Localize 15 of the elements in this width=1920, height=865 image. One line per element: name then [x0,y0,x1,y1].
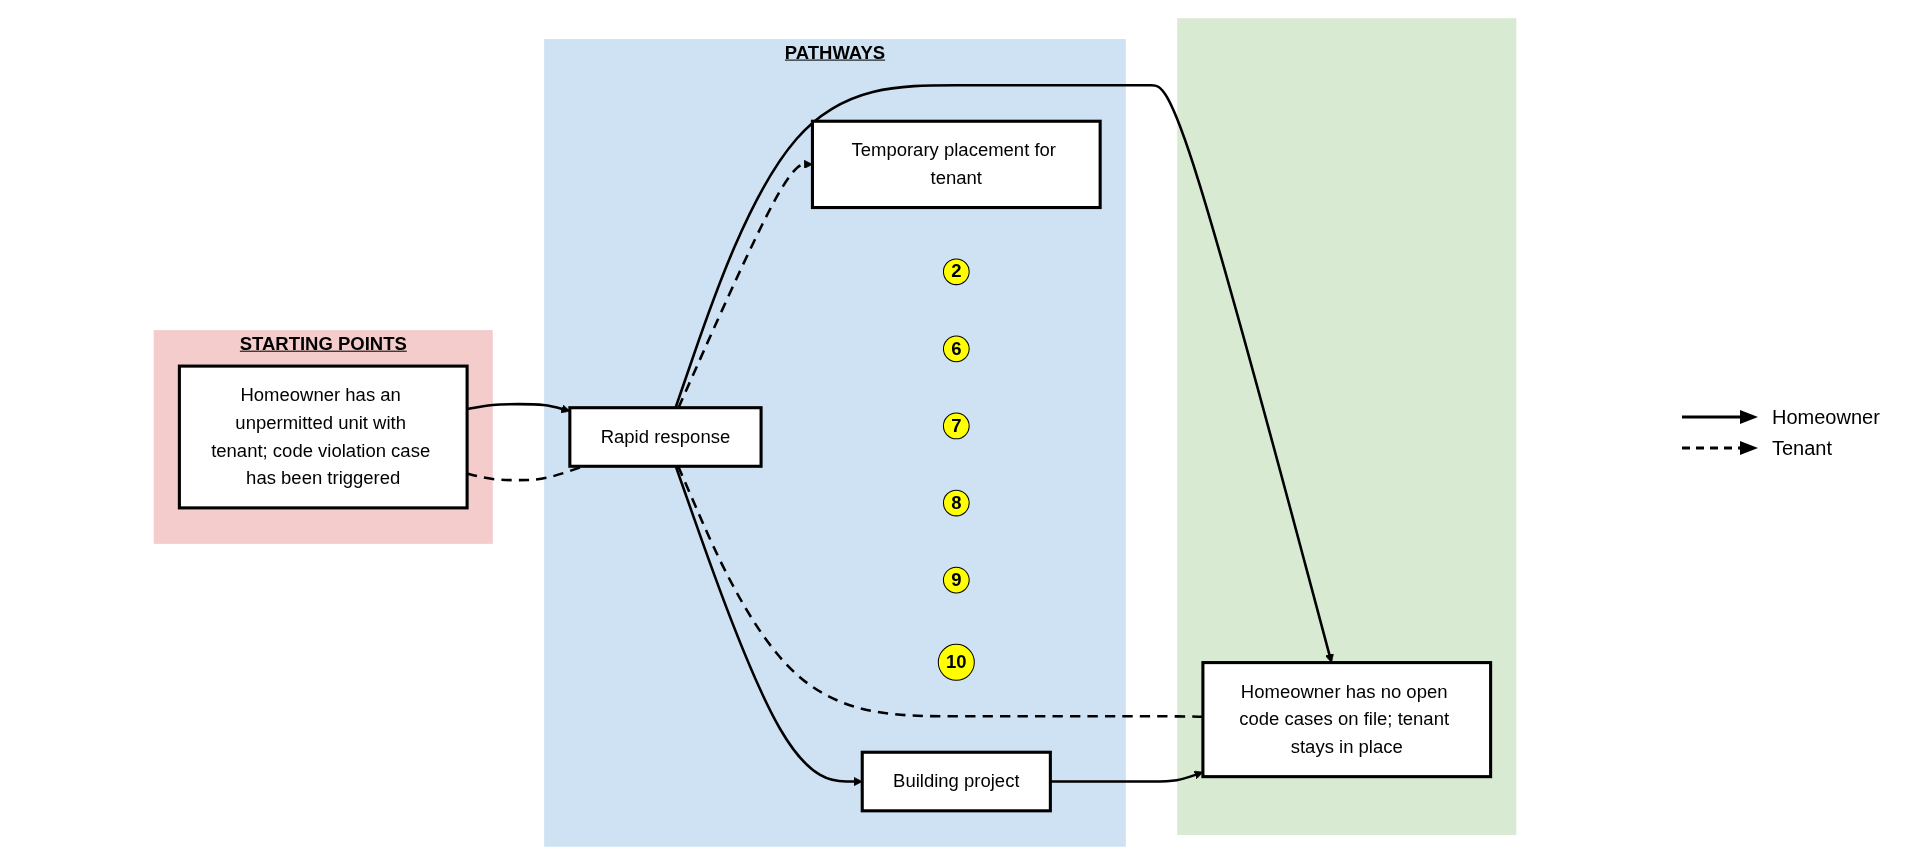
node-box: Rapid response [568,406,763,468]
node-circle: 10 [937,643,975,681]
node-circle: 2 [942,258,970,286]
node-box: Temporary placement for tenant [810,119,1102,210]
cluster [1177,18,1517,835]
node-box: Building project [860,750,1052,813]
node-box: Homeowner has an unpermitted unit with tenant; code violation case has been triggered [177,364,469,510]
node-box: Homeowner has no open code cases on file; tenant stays in place [1201,661,1493,779]
legend-text: Homeowner [1772,405,1880,429]
arrow [674,84,1334,663]
node-circle: 9 [942,566,970,594]
node-circle: 8 [942,489,970,517]
node-circle: 7 [942,412,970,440]
node-circle: 6 [942,335,970,363]
legend-text: Tenant [1772,436,1833,460]
